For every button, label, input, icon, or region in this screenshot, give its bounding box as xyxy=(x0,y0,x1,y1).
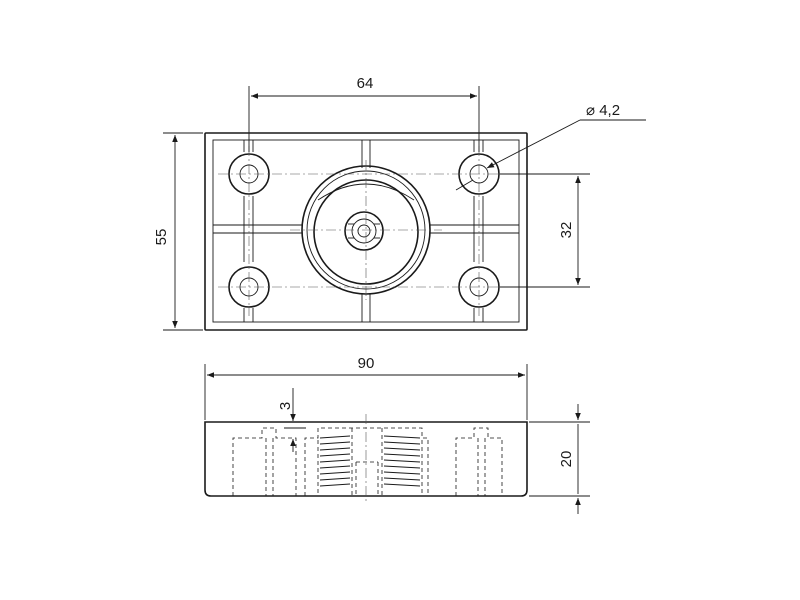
center-lines-top xyxy=(218,146,510,316)
top-view: 64 ⌀ 4,2 55 32 xyxy=(153,75,646,331)
depth-label: 20 xyxy=(558,451,575,468)
plate-thickness-label: 3 xyxy=(277,402,294,410)
dimension-hole-spacing: 64 xyxy=(248,75,480,152)
width-label: 90 xyxy=(358,355,375,372)
dimension-width: 90 xyxy=(204,355,528,420)
side-body-outline xyxy=(204,421,528,497)
hole-spacing-label: 64 xyxy=(357,75,374,92)
hidden-threaded-boss xyxy=(304,414,429,502)
hole-diameter-label: ⌀ 4,2 xyxy=(586,102,620,119)
height-label: 55 xyxy=(153,229,170,246)
side-view: 90 3 20 xyxy=(204,355,590,514)
vertical-hole-spacing-label: 32 xyxy=(558,222,575,239)
vertical-ribs xyxy=(243,140,484,322)
dimension-depth: 20 xyxy=(529,404,590,514)
dimension-plate-thickness: 3 xyxy=(277,388,306,452)
inner-body-outline xyxy=(212,139,520,323)
hidden-left-pocket xyxy=(232,427,297,496)
outer-body-outline xyxy=(204,132,528,331)
hidden-right-pocket xyxy=(455,427,503,496)
dimension-vertical-hole-spacing: 32 xyxy=(500,173,590,288)
horizontal-ribs xyxy=(213,224,519,234)
dimension-height: 55 xyxy=(153,132,203,331)
dimension-hole-diameter: ⌀ 4,2 xyxy=(455,102,646,191)
